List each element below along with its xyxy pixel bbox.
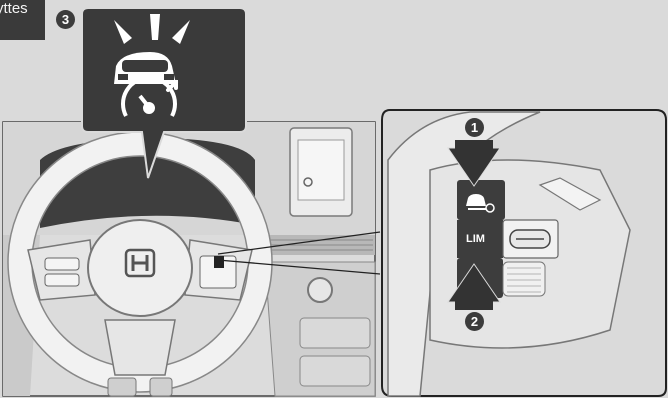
cockpit-scene	[3, 122, 375, 396]
lim-button-label: LIM	[466, 233, 485, 245]
chapter-tab: yttes	[0, 0, 45, 40]
wheel-cruise-button-highlight	[214, 256, 224, 268]
zoom-panel	[382, 110, 666, 396]
chapter-tab-text: yttes	[0, 0, 28, 17]
callout-badge-3: 3	[56, 10, 75, 29]
callout-badge-2: 2	[465, 312, 484, 331]
roller-grip	[503, 262, 545, 296]
callout-badge-1: 1	[465, 118, 484, 137]
console-knob	[308, 278, 332, 302]
